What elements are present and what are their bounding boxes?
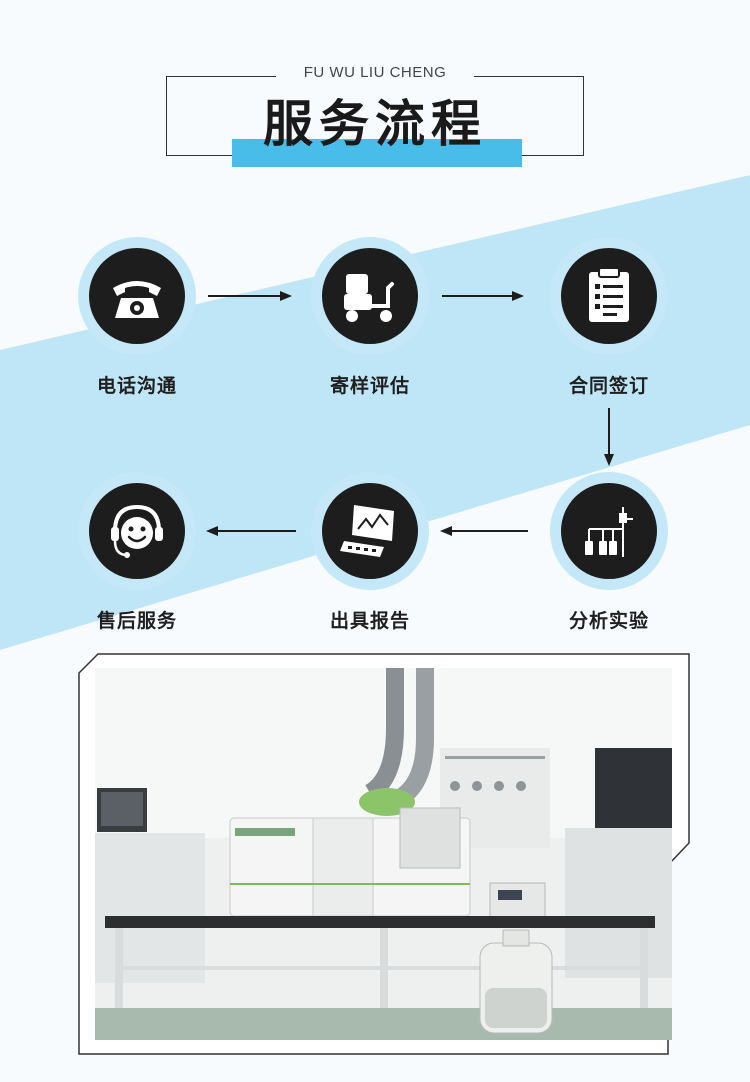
page-title: 服务流程	[263, 95, 487, 153]
step-icon-ring	[311, 237, 429, 355]
step-icon-disc	[561, 248, 657, 344]
step-icon-disc	[89, 248, 185, 344]
telephone-icon	[113, 281, 161, 318]
step-icon-ring	[311, 472, 429, 590]
lab-apparatus-icon	[585, 507, 633, 557]
step-icon-disc	[322, 483, 418, 579]
step-icon-disc	[322, 248, 418, 344]
step-label: 电话沟通	[96, 375, 177, 397]
computer-report-icon	[340, 505, 394, 557]
step-label: 售后服务	[96, 610, 177, 632]
step-label: 出具报告	[329, 610, 410, 632]
step-icon-ring	[550, 472, 668, 590]
sample-delivery-icon	[344, 274, 394, 322]
page-subtitle: FU WU LIU CHENG	[276, 64, 474, 81]
step-label: 合同签订	[568, 375, 649, 397]
lab-instrument-photo	[95, 668, 672, 1040]
step-label: 分析实验	[568, 610, 649, 632]
step-label: 寄样评估	[329, 375, 410, 397]
step-icon-disc	[561, 483, 657, 579]
headset-support-icon	[111, 504, 163, 558]
step-icon-disc	[89, 483, 185, 579]
step-icon-ring	[78, 472, 196, 590]
step-icon-ring	[78, 237, 196, 355]
step-icon-ring	[550, 237, 668, 355]
title-underline-bar	[232, 139, 522, 167]
clipboard-contract-icon	[589, 267, 629, 322]
